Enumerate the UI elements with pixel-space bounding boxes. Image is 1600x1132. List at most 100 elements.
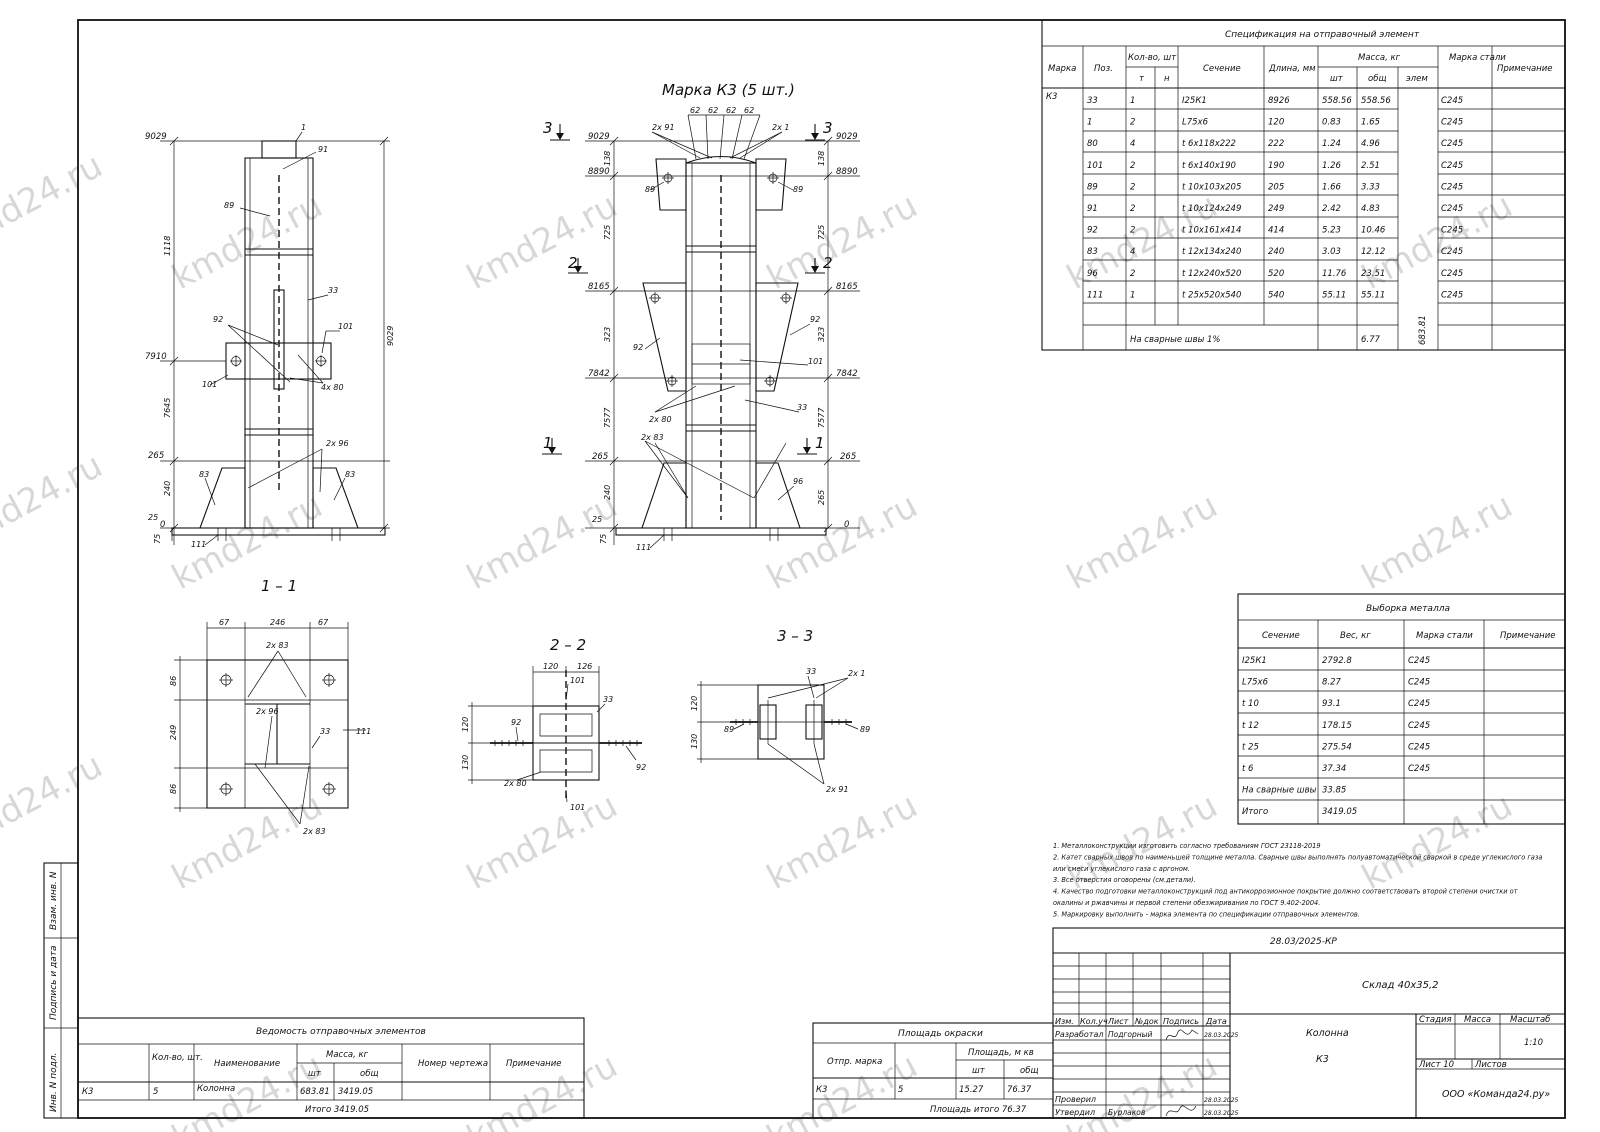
spec-cell: t 25х520х540	[1182, 290, 1241, 300]
stamp-label: Масштаб	[1510, 1015, 1550, 1025]
vedomost-cell: 683.81	[300, 1087, 330, 1097]
callout-label: 111	[356, 727, 371, 736]
stamp-sheets: Листов	[1474, 1060, 1507, 1070]
spec-cell: 4	[1130, 139, 1135, 149]
callout-label: 2х 91	[826, 785, 849, 794]
dimension-label: 25	[148, 513, 158, 522]
paint-title: Площадь окраски	[898, 1029, 983, 1039]
elevation-label: 8165	[588, 282, 610, 292]
metal-header: Примечание	[1500, 631, 1556, 641]
vedomost-header: Номер чертежа	[418, 1059, 488, 1069]
dimension-label: 7577	[603, 407, 612, 428]
stamp-col: Изм.	[1055, 1017, 1074, 1026]
note-line: или смеси углекислого газа с аргоном.	[1053, 865, 1190, 873]
stamp-object: Склад 40х35,2	[1362, 980, 1439, 991]
elevation-label: 0	[844, 520, 849, 530]
callout-label: 101	[338, 322, 353, 331]
section-marker: 1	[543, 434, 553, 452]
watermark: kmd24.ru	[0, 746, 109, 858]
spec-cell: 1	[1130, 290, 1135, 300]
spec-header: Поз.	[1094, 64, 1113, 74]
paint-cell: К3	[816, 1085, 827, 1095]
spec-cell: 205	[1268, 182, 1284, 192]
spec-cell: 91	[1087, 204, 1098, 214]
section-2-2: 2 – 2 120 126 120 130 101 33 92 92 2х 80…	[461, 636, 646, 812]
callout-label: 33	[603, 695, 613, 704]
section-marker: 1	[815, 434, 825, 452]
dimension-label: 725	[603, 225, 612, 240]
spec-welds-value: 6.77	[1361, 335, 1381, 345]
watermark: kmd24.ru	[760, 786, 924, 898]
section-3-3: 3 – 3 120 130 33 2х 1 89 89 2х 91	[690, 627, 870, 794]
spec-cell: 120	[1268, 118, 1284, 128]
spec-cell: 540	[1268, 290, 1284, 300]
metal-cell: t 12	[1242, 721, 1259, 731]
spec-cell: С245	[1441, 96, 1463, 106]
callout-label: 33	[797, 403, 807, 412]
spec-cell: t 12х240х520	[1182, 269, 1241, 279]
callout-label: 111	[636, 543, 651, 552]
dimension-label: 7645	[163, 398, 172, 418]
dimension-label: 86	[169, 676, 178, 686]
stamp-col: Лист	[1107, 1017, 1129, 1026]
metal-cell: t 25	[1242, 742, 1259, 752]
dimension-label: 9029	[386, 326, 395, 346]
spec-cell: t 10х161х414	[1182, 226, 1241, 236]
stamp-name: К3	[1316, 1054, 1329, 1065]
spec-cell: 2	[1130, 226, 1135, 236]
spec-cell: L75х6	[1182, 118, 1209, 128]
spec-cell: 3.03	[1322, 247, 1341, 257]
vedomost-cell: 3419.05	[338, 1087, 373, 1097]
spec-element-mass: 683.81	[1418, 315, 1428, 345]
callout-label: 91	[318, 145, 328, 154]
spec-cell: 89	[1087, 182, 1098, 192]
vedomost-header: Кол-во, шт.	[152, 1053, 203, 1063]
metal-cell: 37.34	[1322, 764, 1346, 774]
callout-label: 101	[570, 803, 585, 812]
side-view: 9029 7910 265 0 1118 7645 240 25 75 9029…	[145, 123, 395, 549]
spec-cell: 558.56	[1361, 96, 1391, 106]
dimension-label: 126	[577, 662, 592, 671]
callout-label: 2х 80	[649, 415, 672, 424]
watermark: kmd24.ru	[1060, 1046, 1224, 1132]
spec-cell: 1.24	[1322, 139, 1341, 149]
watermark: kmd24.ru	[165, 186, 329, 298]
spec-header: Сечение	[1203, 64, 1241, 74]
dimension-label: 240	[603, 485, 612, 500]
stamp-role: Утвердил	[1055, 1108, 1095, 1117]
metal-cell: 93.1	[1322, 699, 1341, 709]
spec-cell: 414	[1268, 226, 1284, 236]
elevation-label: 8165	[836, 282, 858, 292]
section-title: 1 – 1	[261, 577, 297, 595]
callout-label: 83	[199, 470, 209, 479]
stamp-col: №док	[1134, 1017, 1159, 1026]
dimension-label: 75	[153, 534, 162, 544]
metal-cell: С245	[1408, 678, 1430, 688]
main-title: Марка К3 (5 шт.)	[662, 81, 795, 99]
note-line: 4. Качество подготовки металлоконструкци…	[1053, 888, 1518, 896]
metal-table: Выборка металла Сечение Вес, кг Марка ст…	[1237, 593, 1566, 825]
stamp-col: Дата	[1205, 1017, 1227, 1026]
spec-cell: 2	[1130, 118, 1135, 128]
dimension-label: 75	[599, 534, 608, 544]
vedomost-cell: 5	[153, 1087, 158, 1097]
stamp-name: Колонна	[1306, 1028, 1349, 1039]
title-block: 28.03/2025-КР Склад 40х35,2 Колонна К3 С…	[1052, 927, 1566, 1119]
paint-header: шт	[972, 1066, 986, 1076]
vedomost-title: Ведомость отправочных элементов	[256, 1027, 426, 1037]
callout-label: 89	[724, 725, 734, 734]
spec-cell: t 6х140х190	[1182, 161, 1236, 171]
spec-cell: 249	[1268, 204, 1284, 214]
spec-title: Спецификация на отправочный элемент	[1225, 30, 1420, 40]
stamp-date: 28.03.2025	[1204, 1032, 1239, 1039]
elevation-label: 8890	[836, 167, 858, 177]
section-1-1: 1 – 1 67 246 67 86 249 86 2х 83 2	[169, 577, 371, 836]
dimension-label: 246	[270, 618, 285, 627]
stamp-person: Подгорный	[1108, 1030, 1153, 1039]
stamp-person: Бурлаков	[1108, 1108, 1145, 1117]
callout-label: 2х 83	[303, 827, 326, 836]
elevation-label: 265	[592, 452, 608, 462]
metal-header: Вес, кг	[1340, 631, 1371, 641]
dimension-label: 120	[690, 696, 699, 711]
